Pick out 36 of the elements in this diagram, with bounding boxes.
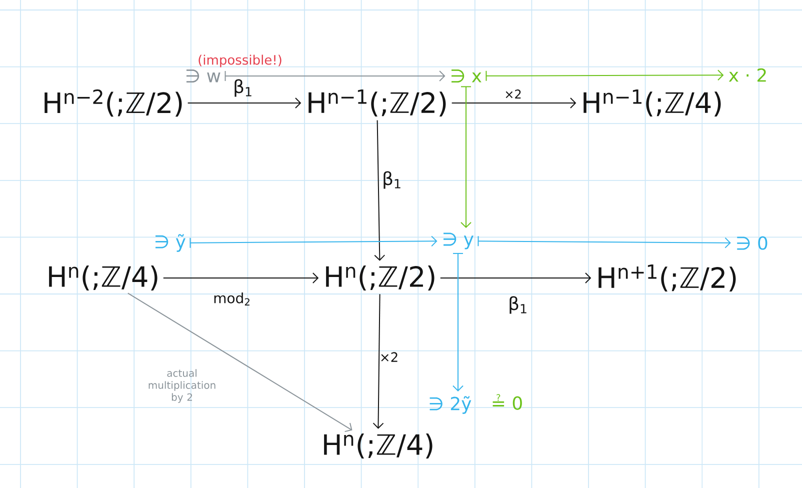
cohomology-group: H$^{n}$(;ℤ/2)	[326, 266, 434, 290]
arrow	[127, 292, 352, 432]
cohomology-group: H$^{n}$(;ℤ/4)	[49, 266, 158, 290]
edge-label: (impossible!)	[198, 54, 282, 68]
element-label: x · 2	[728, 68, 766, 82]
edge-label: ×2	[381, 352, 398, 362]
edge-label: ×2	[506, 90, 521, 98]
cohomology-group: H$^{n}$(;ℤ/4)	[324, 434, 432, 458]
element-label: ∋ 2ỹ	[430, 396, 472, 414]
edge-label: actual multiplication by 2	[148, 369, 216, 403]
edge-label: mod$_{2}$	[214, 292, 250, 306]
mapsto-arrow	[452, 252, 464, 392]
element-label: ∋ ỹ	[156, 234, 186, 252]
arrow	[374, 120, 386, 261]
mapsto-arrow	[190, 236, 438, 248]
arrow	[372, 294, 384, 429]
mapsto-arrow	[460, 86, 472, 228]
edge-label: β$_{1}$	[384, 171, 400, 189]
cohomology-group: H$^{n−1}$(;ℤ/4)	[584, 90, 721, 116]
edge-label: β$_{1}$	[234, 79, 252, 97]
cohomology-group: H$^{n−1}$(;ℤ/2)	[308, 90, 446, 116]
element-label: ∋ 0	[737, 236, 768, 250]
arrow	[440, 272, 592, 284]
cohomology-group: H$^{n+1}$(;ℤ/2)	[598, 264, 736, 292]
annotation: ≟ 0	[492, 394, 522, 410]
mapsto-arrow	[478, 236, 731, 248]
element-label: ∋ x	[452, 70, 482, 82]
arrow	[162, 272, 319, 284]
arrow	[187, 98, 302, 108]
mapsto-arrow	[486, 70, 724, 82]
edge-label: β$_{1}$	[510, 296, 526, 314]
mapsto-arrow	[224, 70, 446, 82]
cohomology-group: H$^{n−2}$(;ℤ/2)	[44, 89, 182, 117]
element-label: ∋ y	[444, 232, 474, 250]
arrow	[451, 98, 576, 108]
element-label: ∋ w	[186, 70, 220, 82]
